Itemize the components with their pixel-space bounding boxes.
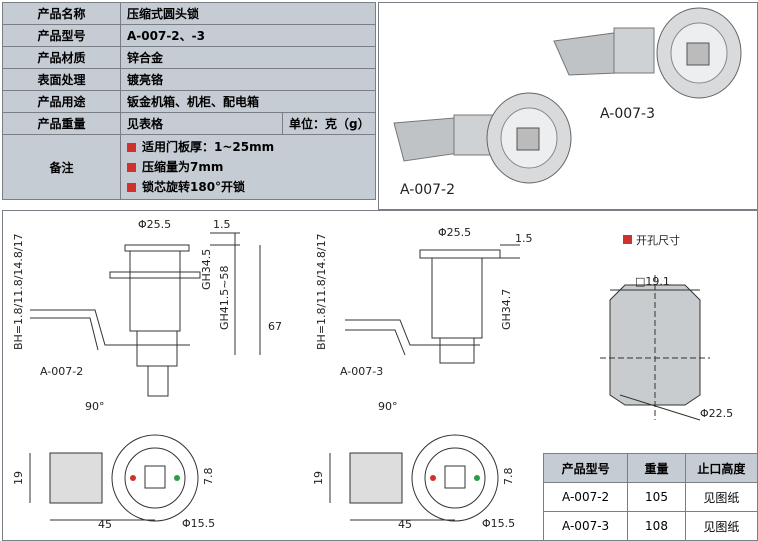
- product-photo: [378, 2, 758, 210]
- dim-diameter: Φ25.5: [438, 226, 471, 239]
- cutout-square: □19.1: [635, 275, 670, 288]
- spec-key: 产品材质: [2, 46, 121, 69]
- lock-a007-2-image: [393, 92, 572, 184]
- dim-length: 45: [98, 518, 112, 531]
- dim-width: 19: [312, 471, 325, 485]
- dim-gh: GH34.5: [200, 249, 213, 290]
- drawing-cutout: [600, 275, 710, 421]
- photo-label-a007-2: A-007-2: [400, 182, 456, 198]
- model-label: A-007-3: [340, 365, 383, 378]
- header: 止口高度: [684, 453, 758, 483]
- drawing-a007-3: [329, 244, 520, 522]
- bullet-icon: [623, 235, 632, 244]
- dim-bh: BH=1.8/11.8/14.8/17: [315, 233, 328, 350]
- dim-bh: BH=1.8/11.8/14.8/17: [12, 233, 25, 350]
- model-label: A-007-2: [40, 365, 83, 378]
- dim-height: 67: [268, 320, 282, 333]
- header: 重量: [627, 453, 686, 483]
- bullet-icon: [127, 183, 136, 192]
- lock-a007-3-image: [553, 7, 742, 99]
- dim-gh: GH34.7: [500, 289, 513, 330]
- dim-thickness: 1.5: [213, 218, 231, 231]
- dim-width: 19: [12, 471, 25, 485]
- dim-thickness: 1.5: [515, 232, 533, 245]
- spec-key: 表面处理: [2, 68, 121, 91]
- dim-offset: 7.8: [202, 468, 215, 486]
- bullet-icon: [127, 163, 136, 172]
- note-item: 锁芯旋转180°开锁: [127, 177, 369, 197]
- note-item: 压缩量为7mm: [127, 157, 369, 177]
- dim-length: 45: [398, 518, 412, 531]
- dim-core: Φ15.5: [182, 517, 215, 530]
- spec-value: A-007-2、-3: [120, 24, 376, 47]
- dim-gh2: GH41.5~58: [218, 265, 231, 330]
- note-item: 适用门板厚：1~25mm: [127, 137, 369, 157]
- bullet-icon: [127, 143, 136, 152]
- photo-label-a007-3: A-007-3: [600, 106, 656, 122]
- angle-label: 90°: [85, 400, 105, 413]
- lock-photos: [393, 7, 742, 184]
- cutout-diameter: Φ22.5: [700, 407, 733, 420]
- cutout-title: 开孔尺寸: [636, 233, 680, 247]
- angle-label: 90°: [378, 400, 398, 413]
- drawing-a007-2: [29, 232, 261, 522]
- dim-diameter: Φ25.5: [138, 218, 171, 231]
- dim-core: Φ15.5: [482, 517, 515, 530]
- header: 产品型号: [542, 453, 629, 483]
- spec-value: 见表格: [120, 112, 283, 135]
- dim-offset: 7.8: [502, 468, 515, 486]
